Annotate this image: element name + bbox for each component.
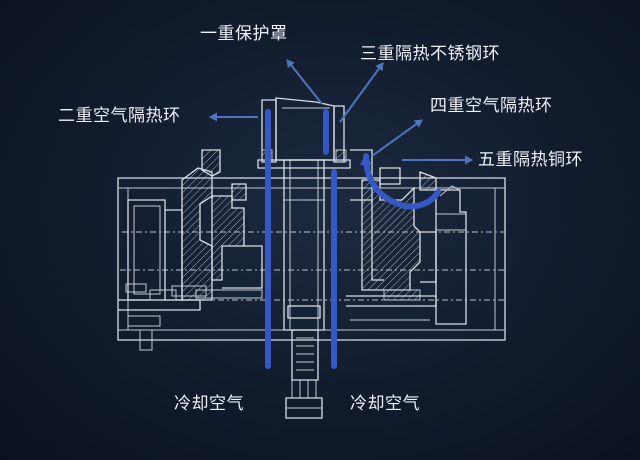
- left-assembly: [118, 149, 263, 351]
- label-ring-5: 五重隔热铜环: [478, 150, 583, 170]
- label-cooling-air-right: 冷却空气: [350, 394, 420, 414]
- leader-arrow-ring-4: [371, 119, 423, 157]
- cooling-air-flow: [265, 109, 441, 369]
- label-ring-4: 四重空气隔热环: [430, 96, 553, 116]
- label-cooling-air-left: 冷却空气: [174, 394, 244, 414]
- housing-frame: [117, 177, 506, 341]
- leader-arrow-ring-3: [339, 62, 384, 123]
- right-assembly: [346, 149, 467, 325]
- leader-arrow-cover-1: [286, 59, 323, 105]
- label-ring-3: 三重隔热不锈钢环: [360, 44, 500, 64]
- cooling-flow-curve-tail: [401, 189, 441, 210]
- label-cover-1: 一重保护罩: [200, 24, 288, 44]
- label-ring-2: 二重空气隔热环: [58, 106, 181, 126]
- cooling-flow-curve: [360, 153, 407, 209]
- leader-arrows: [209, 59, 473, 165]
